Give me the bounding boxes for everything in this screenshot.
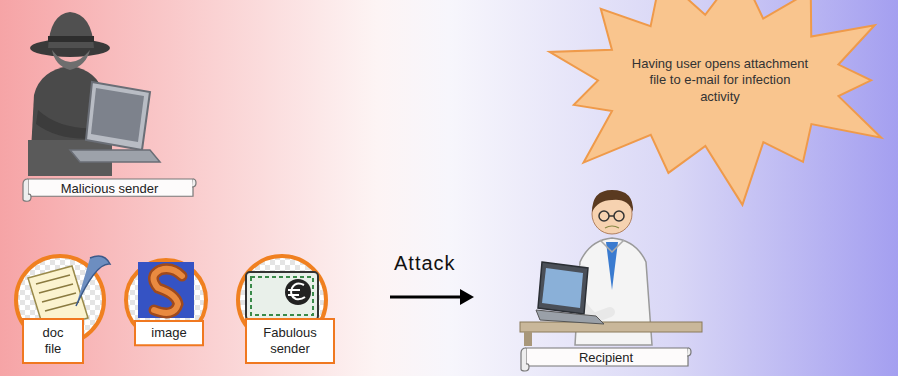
node-text: Having user opens attachment file to e-m…: [628, 56, 812, 105]
scroll-curl: [23, 179, 31, 201]
scroll-curl: [687, 348, 691, 356]
tag-border: [246, 319, 334, 363]
scroll-curl: [192, 179, 196, 187]
scroll-curl: [521, 348, 529, 371]
attachment-label: doc file: [22, 318, 84, 364]
sender-label: Malicious sender: [22, 176, 197, 202]
recipient-label: Recipient: [520, 345, 692, 372]
callout-burst: Having user opens attachment file to e-m…: [560, 0, 898, 235]
attack-arrow: [390, 289, 474, 305]
scroll-body: [28, 179, 193, 196]
node-text: Malicious sender: [36, 181, 183, 197]
tag-border: [23, 319, 83, 363]
attachment-label: image: [134, 320, 204, 346]
node-text: Recipient: [534, 350, 678, 366]
recipient-figure: [520, 190, 702, 346]
scroll-body: [526, 348, 688, 366]
attachment-label: Fabulous sender: [245, 318, 335, 364]
arrow-label: Attack: [394, 252, 456, 275]
node-text: image: [141, 325, 197, 341]
node-text: Fabulous sender: [252, 325, 328, 358]
starburst-outline: [550, 0, 882, 205]
tag-border: [135, 321, 203, 345]
starburst-shape: [560, 0, 898, 235]
node-text: doc file: [35, 325, 71, 358]
hacker-figure: [28, 12, 160, 176]
